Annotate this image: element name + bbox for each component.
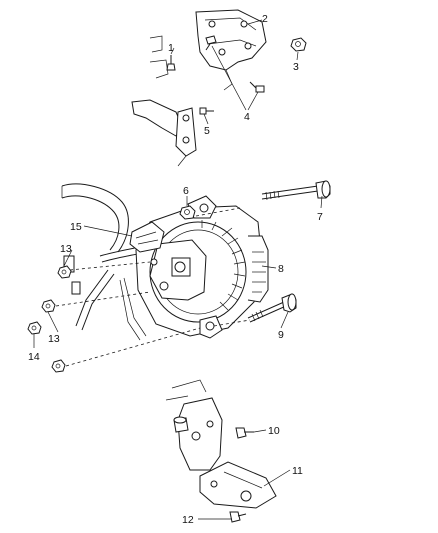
connector-part-15 <box>129 221 165 253</box>
bolt-part-1 <box>166 55 176 71</box>
nut-part-13b <box>41 299 56 313</box>
callout-2: 2 <box>262 13 268 25</box>
callout-14: 14 <box>28 351 40 363</box>
callout-3: 3 <box>293 61 299 73</box>
callout-15: 15 <box>70 221 82 233</box>
nut-part-13c <box>51 359 66 373</box>
callout-7: 7 <box>317 211 323 223</box>
callout-6: 6 <box>183 185 189 197</box>
nut-part-14 <box>27 321 42 335</box>
callout-10: 10 <box>268 425 280 437</box>
callout-1: 1 <box>168 42 174 54</box>
callout-13-upper: 13 <box>60 243 72 255</box>
lower-bracket-part-11 <box>165 379 277 509</box>
bolt-part-7 <box>261 180 331 201</box>
upper-bracket-assembly <box>149 9 267 91</box>
bolt-part-4a <box>205 35 217 51</box>
bolt-part-10 <box>235 427 254 439</box>
nut-part-3 <box>290 37 307 52</box>
bolt-part-5 <box>199 107 214 115</box>
callout-11: 11 <box>292 465 303 477</box>
callout-4: 4 <box>244 111 250 123</box>
callout-labels: 1 2 3 4 5 6 7 8 9 10 11 12 13 13 14 15 <box>28 13 323 526</box>
bolt-part-4b <box>249 81 265 93</box>
callout-8: 8 <box>278 263 284 275</box>
nut-part-13a <box>57 265 72 279</box>
bolt-part-9 <box>247 293 297 323</box>
adjuster-bracket <box>131 99 197 167</box>
leader-lines <box>33 19 323 520</box>
alternator-part-8 <box>135 195 269 339</box>
callout-13-lower: 13 <box>48 333 60 345</box>
nut-part-6 <box>179 205 196 220</box>
callout-12: 12 <box>182 514 194 526</box>
callout-9: 9 <box>278 329 284 341</box>
callout-5: 5 <box>204 125 210 137</box>
bolt-part-12 <box>229 511 247 523</box>
